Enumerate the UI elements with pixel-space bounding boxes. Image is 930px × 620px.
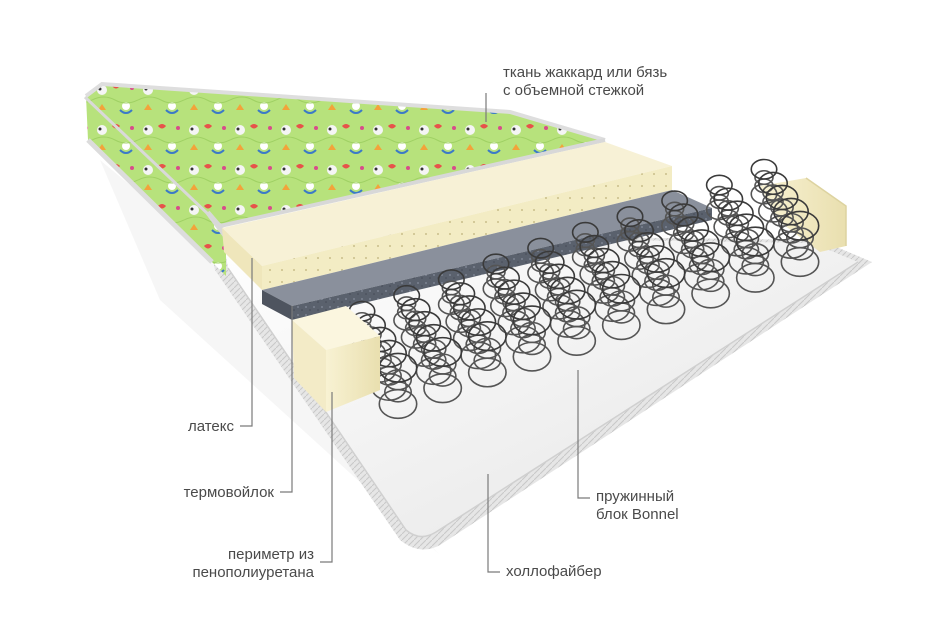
spring-coil (467, 321, 507, 388)
label-hollofiber: холлофайбер (506, 563, 602, 581)
leader-latex (240, 258, 253, 427)
label-fabric-line1: ткань жаккард или бязь (503, 64, 668, 81)
spring-coil (549, 276, 586, 338)
spring-coil (423, 336, 463, 404)
label-perimeter-line1: периметр из (228, 546, 314, 563)
spring-coil (780, 210, 820, 278)
label-felt-text: термовойлок (183, 484, 274, 501)
label-perimeter-line2: пенополиуретана (192, 564, 314, 581)
leader-springs (577, 370, 590, 499)
label-latex: латекс (150, 418, 234, 436)
spring-coil (668, 203, 699, 255)
spring-coil (601, 273, 641, 341)
label-latex-text: латекс (187, 418, 234, 435)
fabric-top (84, 81, 606, 229)
felt-layer (262, 190, 712, 320)
label-felt: термовойлок (130, 484, 274, 502)
leader-hollofiber (487, 474, 500, 573)
spring-coil (646, 257, 686, 325)
leader-perimeter (320, 392, 333, 563)
label-springs-line2: блок Bonnel (596, 506, 679, 523)
spring-coil (691, 242, 731, 309)
spring-coil (557, 289, 597, 356)
label-springs-line1: пружинный (596, 488, 675, 505)
leader-felt (280, 306, 293, 493)
label-hollofiber-text: холлофайбер (506, 563, 602, 580)
spring-coil (735, 226, 775, 293)
label-fabric-line2: с объемной стежкой (503, 82, 645, 99)
leader-lines (240, 93, 590, 573)
perimeter-front (292, 306, 380, 412)
label-springs: пружинный блок Bonnel (596, 488, 679, 524)
spring-coil (661, 190, 689, 237)
spring-coil (512, 305, 552, 372)
label-fabric: ткань жаккард или бязь с объемной стежко… (503, 64, 667, 100)
label-perimeter: периметр из пенополиуретана (150, 546, 314, 582)
spring-block (348, 158, 820, 420)
